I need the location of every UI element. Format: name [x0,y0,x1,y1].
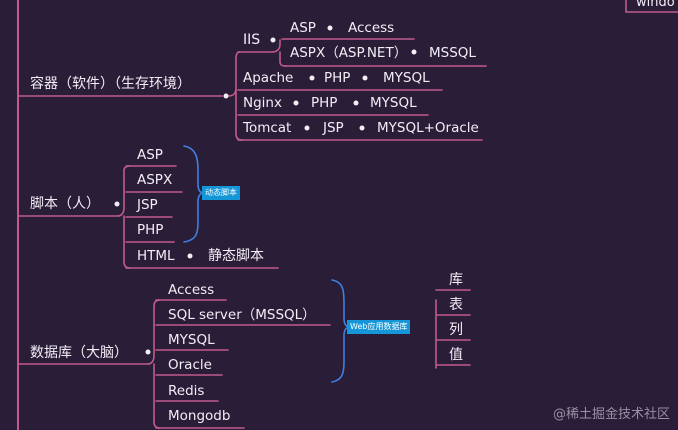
tomcat-dot-2 [359,125,365,131]
iis-label: IIS [243,32,261,48]
apache-dot-2 [362,75,368,81]
structure-item-table: 表 [449,297,463,313]
structure-item-library: 库 [449,272,463,288]
database-label: 数据库（大脑） [30,345,128,361]
container-label: 容器（软件）（生存环境） [30,76,191,92]
database-fork [147,299,161,429]
script-label: 脚本（人） [30,196,100,212]
container-fork [227,51,243,141]
iis-dot [270,37,276,43]
script-dot [114,201,120,207]
iis-aspx-label: ASPX（ASP.NET） [290,45,408,61]
web-db-tag: Web应用数据库 [347,320,411,334]
iis-mssql-label: MSSQL [429,45,476,61]
database-dot [145,349,151,355]
iis-row1-dot [327,25,333,31]
structure-item-column: 列 [449,322,463,338]
apache-php-label: PHP [324,70,351,86]
db-item-access: Access [168,282,215,298]
script-item-asp: ASP [137,147,163,163]
db-item-mongodb: Mongodb [168,408,231,424]
watermark: @稀土掘金技术社区 [552,407,670,422]
nginx-mysql-label: MYSQL [370,95,417,111]
structure-item-value: 值 [449,347,463,363]
apache-mysql-label: MYSQL [383,70,430,86]
nginx-label: Nginx [243,95,282,111]
nginx-php-label: PHP [311,95,338,111]
tomcat-jsp-label: JSP [323,120,344,136]
static-script-label: 静态脚本 [208,248,264,264]
window-fragment-label: windo [636,0,675,10]
structure-fork [435,289,471,369]
script-item-html: HTML [137,248,175,264]
script-item-php: PHP [137,222,164,238]
apache-label: Apache [243,70,294,86]
nginx-dot [293,100,299,106]
script-item-aspx: ASPX [137,172,173,188]
iis-access-label: Access [348,20,395,36]
html-dot [187,253,193,259]
db-item-redis: Redis [168,383,205,399]
window-fragment-frame [625,0,678,13]
apache-dot [309,75,315,81]
container-dot [223,93,229,99]
tomcat-db-label: MYSQL+Oracle [377,120,479,136]
iis-fork [271,39,287,67]
tomcat-dot [304,125,310,131]
tomcat-label: Tomcat [243,120,292,136]
dynamic-script-brace [183,145,205,243]
nginx-dot-2 [353,100,359,106]
iis-asp-label: ASP [290,20,316,36]
db-item-oracle: Oracle [168,357,212,373]
iis-row2-dot [411,49,417,55]
db-item-mysql: MYSQL [168,332,215,348]
dynamic-script-tag: 动态脚本 [202,186,240,200]
db-item-sqlserver: SQL server（MSSQL） [168,307,316,323]
script-item-jsp: JSP [137,197,158,213]
